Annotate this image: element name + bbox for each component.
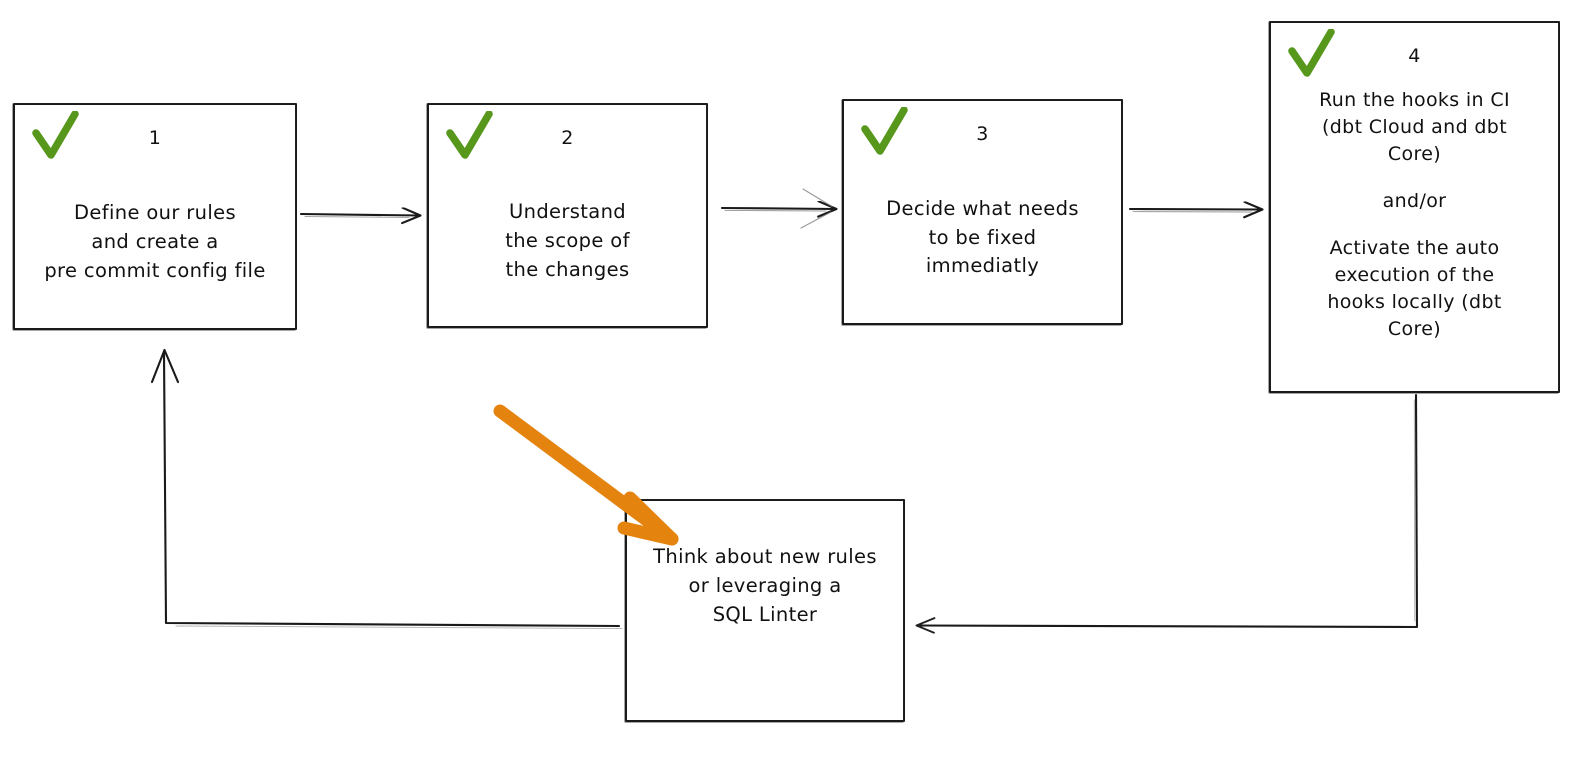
flow-node-step-4[interactable]: 4 Run the hooks in CI (dbt Cloud and dbt…: [1268, 21, 1560, 394]
green-check-icon: [861, 107, 908, 155]
node-number: 3: [976, 123, 989, 145]
flow-node-step-1[interactable]: 1 Define our rules and create a pre comm…: [12, 103, 297, 331]
node-text-line: or leveraging a: [688, 573, 842, 597]
green-check-icon: [32, 111, 79, 159]
node-text-line: hooks locally (dbt: [1327, 290, 1502, 313]
node-text-line: the scope of: [505, 229, 630, 253]
node-text-line: to be fixed: [928, 225, 1037, 249]
edge-2-to-3: [720, 188, 836, 229]
node-text-line: Activate the auto: [1329, 236, 1500, 259]
node-text-line: Core): [1387, 142, 1442, 165]
node-body: Decide what needs to be fixed immediatly: [844, 163, 1121, 323]
green-check-icon: [1288, 29, 1335, 77]
node-body: Understand the scope of the changes: [429, 167, 706, 326]
node-number: 4: [1408, 45, 1421, 67]
flow-node-loop-back[interactable]: Think about new rules or leveraging a SQ…: [624, 499, 905, 723]
node-text-line: immediatly: [925, 254, 1040, 278]
node-header: 2: [429, 105, 706, 167]
node-text-line: and/or: [1382, 189, 1447, 212]
node-text-line: Think about new rules: [653, 545, 877, 568]
flow-node-step-3[interactable]: 3 Decide what needs to be fixed immediat…: [841, 99, 1123, 326]
node-number: 2: [561, 127, 574, 149]
node-body: Think about new rules or leveraging a SQ…: [627, 501, 903, 720]
node-body: Run the hooks in CI (dbt Cloud and dbt C…: [1271, 85, 1558, 391]
node-number: 1: [148, 127, 162, 149]
edge-1-to-2: [299, 214, 420, 217]
flow-node-step-2[interactable]: 2 Understand the scope of the changes: [426, 103, 708, 329]
node-text-line: Decide what needs: [886, 196, 1079, 220]
node-text-line: (dbt Cloud and dbt: [1322, 115, 1507, 138]
node-header: 4: [1271, 23, 1558, 85]
node-text-line: execution of the: [1334, 263, 1495, 286]
node-text-line: Core): [1387, 317, 1442, 340]
node-text-line: the changes: [505, 257, 630, 281]
node-body: Define our rules and create a pre commit…: [15, 167, 295, 328]
green-check-icon: [446, 111, 493, 159]
node-text-line: Define our rules: [74, 201, 236, 225]
edge-3-to-4: [1128, 209, 1262, 212]
node-text-line: pre commit config file: [44, 258, 266, 282]
node-header: 3: [844, 101, 1121, 163]
node-header: 1: [15, 105, 295, 167]
edge-loop-to-1: [150, 348, 623, 630]
node-text-line: and create a: [91, 230, 219, 254]
node-text-line: SQL Linter: [712, 602, 818, 626]
node-text-line: Run the hooks in CI: [1319, 89, 1510, 111]
edge-4-to-loop: [917, 393, 1419, 627]
node-text-line: Understand: [508, 200, 626, 224]
